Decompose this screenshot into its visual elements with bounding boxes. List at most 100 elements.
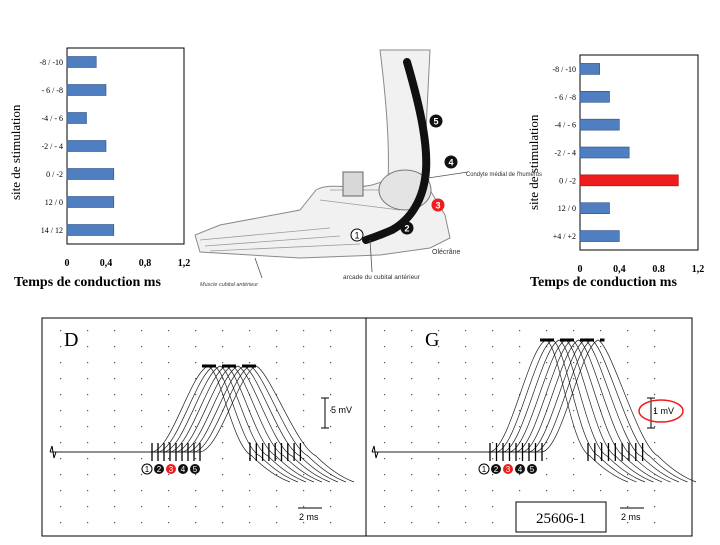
grid-dot	[600, 362, 602, 364]
grid-dot	[195, 522, 197, 524]
category-label: 0 / -2	[46, 170, 63, 179]
grid-dot	[384, 394, 386, 396]
grid-dot	[492, 522, 494, 524]
grid-dot	[222, 490, 224, 492]
grid-dot	[546, 458, 548, 460]
marker-2: 2	[400, 221, 414, 235]
grid-dot	[438, 394, 440, 396]
muscle-label: Muscle cubital antérieur	[200, 282, 259, 288]
svg-text:1: 1	[354, 231, 359, 241]
svg-text:1 mV: 1 mV	[653, 406, 674, 416]
condyle-label: Condyte médial de l'humérus	[466, 171, 543, 178]
grid-dot	[330, 394, 332, 396]
grid-dot	[627, 410, 629, 412]
grid-dot	[600, 394, 602, 396]
grid-dot	[492, 362, 494, 364]
grid-dot	[465, 378, 467, 380]
grid-dot	[114, 362, 116, 364]
trace-line	[50, 365, 315, 483]
grid-dot	[384, 346, 386, 348]
grid-dot	[546, 394, 548, 396]
right-amplitude-scale: 1 mV	[638, 397, 684, 429]
grid-dot	[114, 522, 116, 524]
footer-id: 25606-1	[536, 511, 586, 527]
grid-dot	[492, 490, 494, 492]
grid-dot	[519, 330, 521, 332]
category-label: 12 / 0	[45, 198, 63, 207]
grid-dot	[60, 458, 62, 460]
grid-dot	[276, 346, 278, 348]
grid-dot	[600, 474, 602, 476]
grid-dot	[438, 330, 440, 332]
grid-dot	[330, 362, 332, 364]
category-label: -8 / -10	[552, 65, 576, 74]
svg-text:4: 4	[181, 465, 186, 474]
grid-dot	[573, 378, 575, 380]
grid-dot	[438, 346, 440, 348]
grid-dot	[330, 490, 332, 492]
grid-dot	[303, 378, 305, 380]
grid-dot	[384, 458, 386, 460]
wrist-block	[342, 171, 364, 197]
grid-dot	[114, 458, 116, 460]
grid-dot	[276, 474, 278, 476]
trace-line	[372, 339, 688, 483]
left-amplitude-scale: 5 mV	[321, 397, 352, 429]
bar	[579, 63, 600, 75]
grid-dot	[411, 490, 413, 492]
bar	[66, 112, 87, 124]
grid-dot	[465, 506, 467, 508]
x-tick-label: 1,2	[178, 258, 191, 269]
grid-dot	[627, 474, 629, 476]
marker-3: 3	[431, 198, 445, 212]
grid-dot	[276, 442, 278, 444]
grid-dot	[600, 458, 602, 460]
grid-dot	[411, 522, 413, 524]
ulnar-nerve	[362, 58, 431, 244]
marker-5: 5	[429, 114, 443, 128]
grid-dot	[546, 362, 548, 364]
grid-dot	[573, 346, 575, 348]
grid-dot	[276, 410, 278, 412]
grid-dot	[222, 378, 224, 380]
grid-dot	[249, 490, 251, 492]
svg-text:3: 3	[435, 201, 440, 211]
grid-dot	[168, 426, 170, 428]
grid-dot	[600, 330, 602, 332]
grid-dot	[168, 330, 170, 332]
grid-dot	[114, 490, 116, 492]
grid-dot	[384, 378, 386, 380]
trace-line	[50, 365, 339, 483]
grid-dot	[141, 330, 143, 332]
trace-frame	[41, 317, 693, 537]
marker-1: 1	[350, 228, 364, 242]
grid-dot	[141, 474, 143, 476]
scale-highlight-ellipse	[638, 399, 684, 423]
grid-dot	[573, 426, 575, 428]
grid-dot	[654, 378, 656, 380]
olecrane-label: Olécrâne	[432, 249, 461, 256]
grid-dot	[249, 330, 251, 332]
grid-dot	[519, 426, 521, 428]
grid-dot	[438, 410, 440, 412]
grid-dot	[627, 362, 629, 364]
grid-dot	[168, 490, 170, 492]
x-tick-label: 0	[578, 264, 583, 275]
grid-dot	[654, 330, 656, 332]
category-label: - 6 / -8	[41, 86, 63, 95]
trace-line	[50, 365, 323, 483]
grid-dot	[141, 490, 143, 492]
grid-dot	[249, 506, 251, 508]
grid-dot	[60, 426, 62, 428]
grid-dot	[195, 442, 197, 444]
grid-dot	[141, 378, 143, 380]
grid-dot	[438, 442, 440, 444]
grid-dot	[141, 458, 143, 460]
grid-dot	[330, 346, 332, 348]
bar-highlighted	[579, 174, 679, 187]
grid-dot	[87, 330, 89, 332]
grid-dot	[195, 426, 197, 428]
footer-id-box: 25606-1	[515, 501, 607, 533]
grid-dot	[87, 490, 89, 492]
grid-dot	[114, 410, 116, 412]
